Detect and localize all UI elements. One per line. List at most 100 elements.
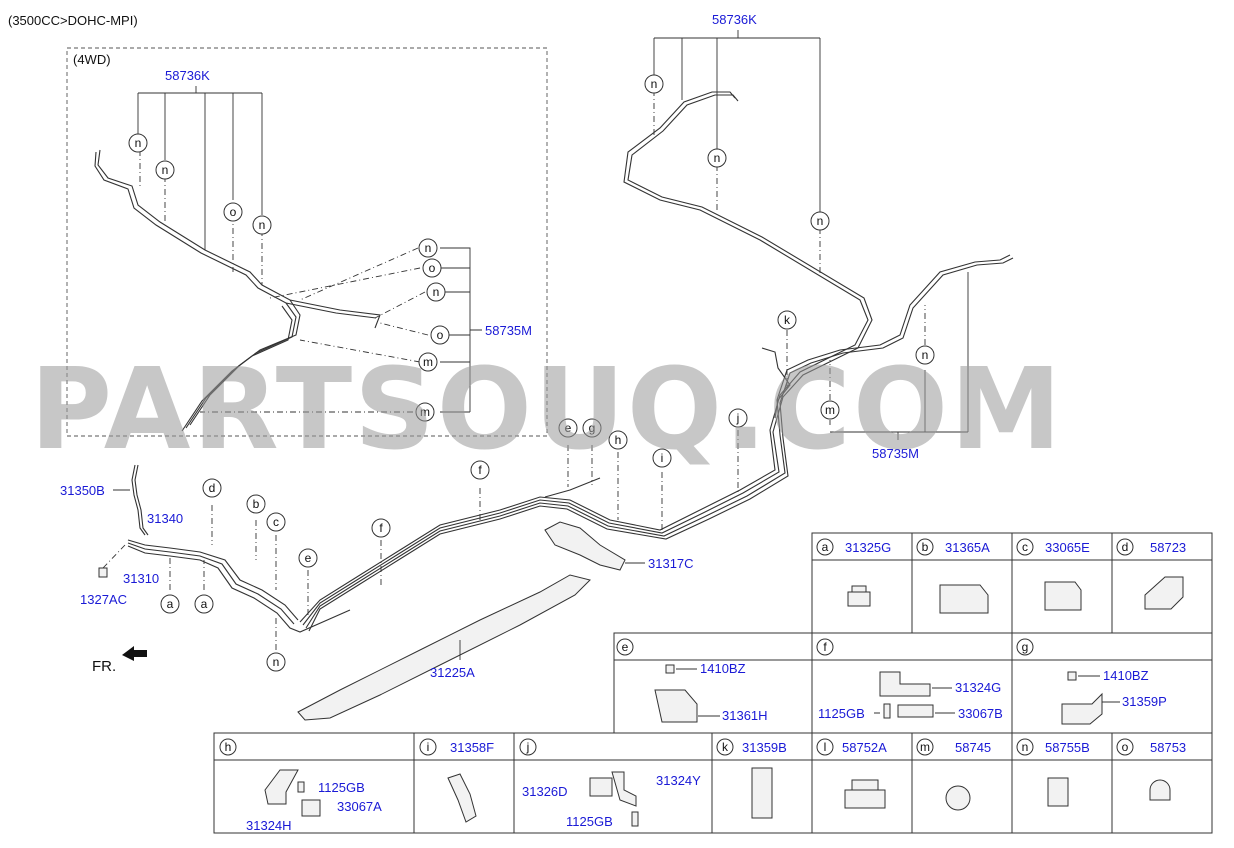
svg-text:e: e [565, 421, 572, 435]
svg-text:33067A: 33067A [337, 799, 382, 814]
callout-n[interactable]: n [707, 148, 727, 168]
clamp-icon [939, 584, 989, 614]
part-label-1327AC[interactable]: 1327AC [80, 592, 127, 607]
part-label-31310[interactable]: 31310 [123, 571, 159, 586]
callout-n[interactable]: n [426, 282, 446, 302]
legend-cell-f[interactable]: f 31324G 1125GB 33067B [816, 638, 1003, 721]
callout-n[interactable]: n [810, 211, 830, 231]
part-label-31225A[interactable]: 31225A [430, 665, 475, 680]
svg-text:n: n [273, 655, 280, 669]
svg-text:o: o [429, 261, 436, 275]
part-label-58735M[interactable]: 58735M [872, 446, 919, 461]
callout-j[interactable]: j [728, 408, 748, 428]
svg-text:58753: 58753 [1150, 740, 1186, 755]
callout-f[interactable]: f [470, 460, 490, 480]
callout-k[interactable]: k [777, 310, 797, 330]
callout-a[interactable]: a [194, 594, 214, 614]
callout-e[interactable]: e [298, 548, 318, 568]
svg-text:e: e [305, 551, 312, 565]
callout-g[interactable]: g [582, 418, 602, 438]
svg-text:58752A: 58752A [842, 740, 887, 755]
svg-text:f: f [379, 521, 383, 535]
svg-text:1125GB: 1125GB [318, 780, 365, 795]
legend-cell-h[interactable]: h 1125GB 33067A 31324H [219, 738, 382, 833]
callout-n[interactable]: n [155, 160, 175, 180]
arrow-icon [122, 646, 147, 661]
svg-text:g: g [589, 421, 596, 435]
svg-text:c: c [273, 515, 279, 529]
legend-cell-e[interactable]: e 1410BZ 31361H [616, 638, 768, 723]
svg-text:1125GB: 1125GB [566, 814, 613, 829]
part-label-58736K[interactable]: 58736K [712, 12, 757, 27]
svg-text:31325G: 31325G [845, 540, 891, 555]
svg-text:31324H: 31324H [246, 818, 292, 833]
svg-text:31324Y: 31324Y [656, 773, 701, 788]
svg-text:58723: 58723 [1150, 540, 1186, 555]
callout-f[interactable]: f [371, 518, 391, 538]
svg-text:h: h [615, 433, 622, 447]
legend-cell-d[interactable]: d 58723 [1116, 538, 1186, 610]
callout-a[interactable]: a [160, 594, 180, 614]
svg-text:n: n [425, 241, 432, 255]
part-label-58735M-inset[interactable]: 58735M [485, 323, 532, 338]
clip-k-icon [751, 767, 773, 819]
svg-text:o: o [437, 328, 444, 342]
grommet-o-icon [1149, 779, 1171, 801]
part-label-58736K-inset[interactable]: 58736K [165, 68, 210, 83]
callout-o[interactable]: o [223, 202, 243, 222]
legend-cell-b[interactable]: b 31365A [916, 538, 990, 614]
callout-n[interactable]: n [418, 238, 438, 258]
legend-cell-o[interactable]: o 58753 [1116, 738, 1186, 801]
callout-e[interactable]: e [558, 418, 578, 438]
svg-text:31358F: 31358F [450, 740, 494, 755]
parts-legend-table: a 31325G b 31365A c 33065E d 58723 e 141… [213, 532, 1213, 834]
legend-cell-k[interactable]: k 31359B [716, 738, 787, 819]
svg-text:58755B: 58755B [1045, 740, 1090, 755]
svg-text:d: d [1122, 540, 1129, 554]
legend-cell-i[interactable]: i 31358F [419, 738, 494, 823]
svg-text:n: n [1022, 740, 1029, 754]
callout-m[interactable]: m [415, 402, 435, 422]
callout-c[interactable]: c [266, 512, 286, 532]
callout-n[interactable]: n [644, 74, 664, 94]
callout-m[interactable]: m [820, 400, 840, 420]
callout-n[interactable]: n [266, 652, 286, 672]
svg-text:a: a [167, 597, 174, 611]
callout-o[interactable]: o [422, 258, 442, 278]
callout-m[interactable]: m [418, 352, 438, 372]
legend-cell-l[interactable]: l 58752A [816, 738, 887, 809]
svg-text:e: e [622, 640, 629, 654]
nut-icon [98, 567, 108, 578]
svg-text:g: g [1022, 640, 1029, 654]
part-label-31317C[interactable]: 31317C [648, 556, 694, 571]
svg-text:j: j [736, 411, 740, 425]
callout-h[interactable]: h [608, 430, 628, 450]
callout-n[interactable]: n [252, 215, 272, 235]
callout-n[interactable]: n [128, 133, 148, 153]
svg-text:n: n [433, 285, 440, 299]
callout-b[interactable]: b [246, 494, 266, 514]
legend-cell-m[interactable]: m 58745 [916, 738, 991, 811]
part-label-31350B[interactable]: 31350B [60, 483, 105, 498]
svg-text:n: n [651, 77, 658, 91]
lower-left-pipe-group: 31350B 31340 31310 1327AC a a d b c e f … [60, 408, 748, 672]
callout-n[interactable]: n [915, 345, 935, 365]
callout-d[interactable]: d [202, 478, 222, 498]
callout-i[interactable]: i [652, 448, 672, 468]
callout-o[interactable]: o [430, 325, 450, 345]
svg-text:31326D: 31326D [522, 784, 568, 799]
svg-text:31359P: 31359P [1122, 694, 1167, 709]
legend-cell-g[interactable]: g 1410BZ 31359P [1016, 638, 1167, 725]
legend-cell-c[interactable]: c 33065E [1016, 538, 1090, 611]
svg-text:a: a [822, 540, 829, 554]
bracket-rail-group: 31317C 31225A [297, 521, 694, 721]
legend-cell-a[interactable]: a 31325G [816, 538, 891, 607]
svg-text:c: c [1022, 540, 1028, 554]
legend-cell-j[interactable]: j 31326D 31324Y 1125GB [519, 738, 701, 829]
svg-text:n: n [922, 348, 929, 362]
part-label-31340[interactable]: 31340 [147, 511, 183, 526]
legend-cell-n[interactable]: n 58755B [1016, 738, 1090, 807]
holder-icon [1144, 576, 1184, 610]
svg-text:k: k [722, 740, 729, 754]
